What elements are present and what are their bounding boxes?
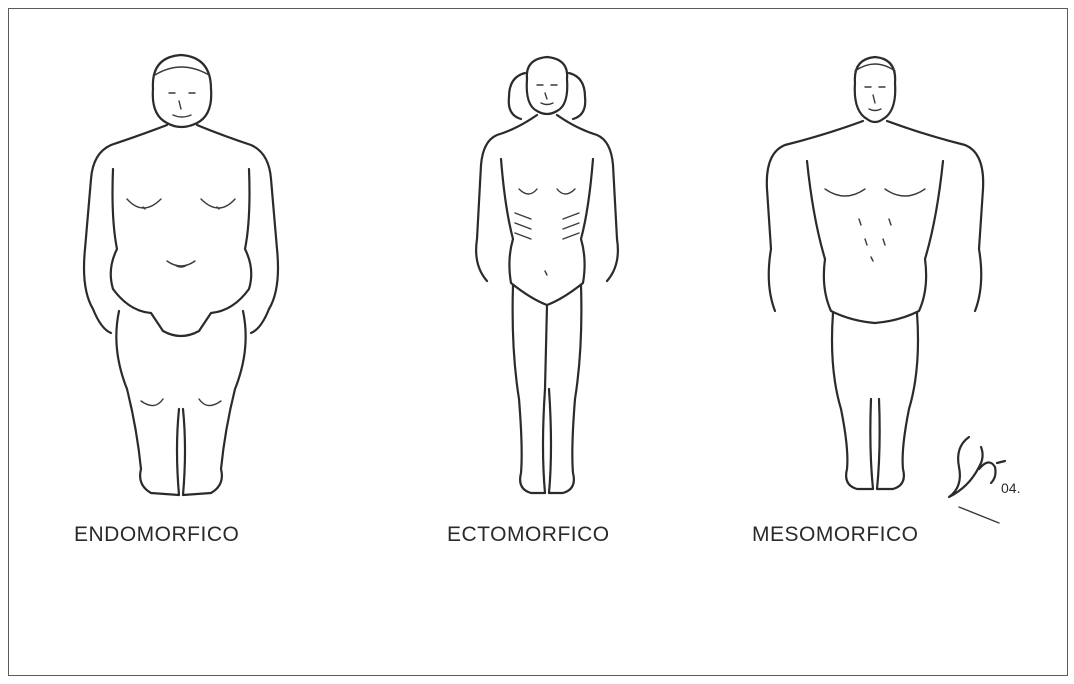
artist-signature: 04. [939,427,1039,532]
caption-ectomorph: ECTOMORFICO [447,523,610,547]
caption-endomorph: ENDOMORFICO [74,523,239,547]
signature-date: 04. [1001,480,1020,496]
ectomorph-figure [457,49,637,509]
endomorph-figure [71,49,291,509]
caption-mesomorph: MESOMORFICO [752,523,919,547]
illustration-frame: 04. ENDOMORFICO ECTOMORFICO MESOMORFICO [8,8,1068,676]
